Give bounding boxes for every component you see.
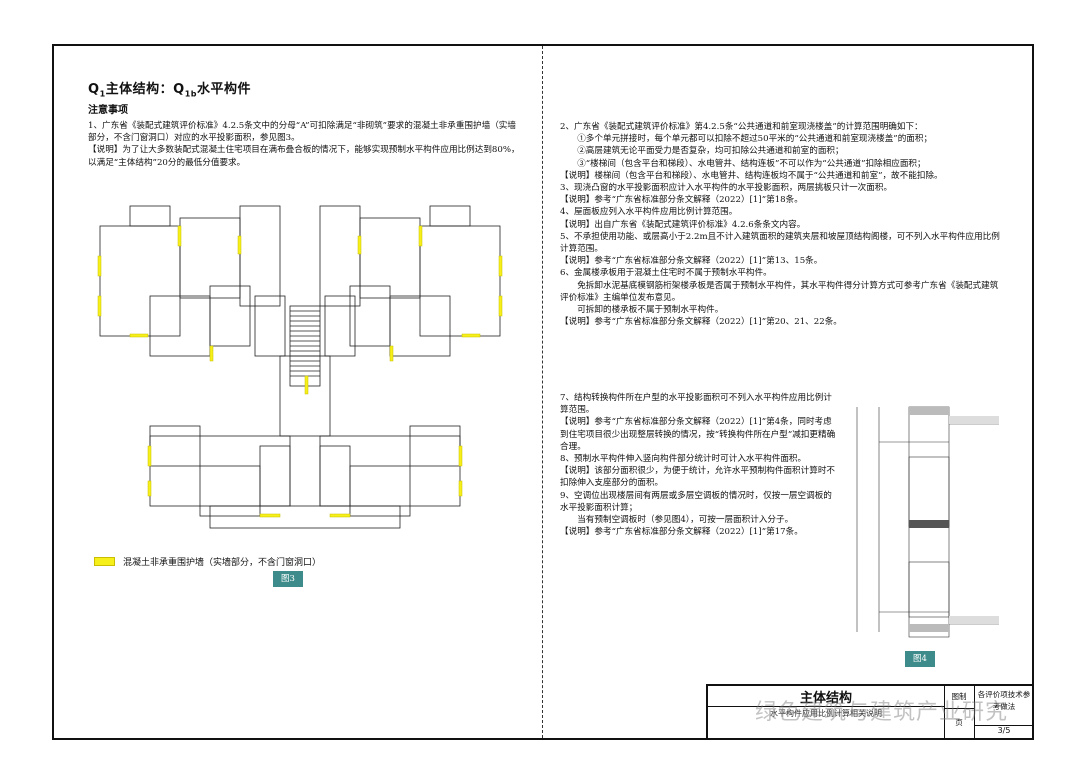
right-p6: 3、现浇凸窗的水平投影面积应计入水平构件的水平投影面积，两层挑板只计一次面积。 [560,183,893,194]
title-sub2: 1b [184,89,197,99]
title-mid: 主体结构：Q [105,82,185,97]
title-block-label-drawing: 图制 [944,686,975,709]
right2-q2: 【说明】参考“广东省标准部分条文解释（2022）[1]”第4条，同时考虑到住宅项… [560,417,836,452]
center-divider [542,46,543,738]
title-block-main: 主体结构 [708,686,945,707]
right2-q6: 当有预制空调板时（参见图4），可按一层面积计入分子。 [577,515,794,526]
section-drawing [856,406,999,638]
floor-plan-drawing [97,205,503,529]
title-block: 主体结构 水平构件应用比例计算相关说明 图制 各评价项技术参考做法 页 3/5 [706,684,1034,740]
figure-3-label: 图3 [273,571,303,587]
right-p8: 4、屋面板应列入水平构件应用比例计算范围。 [560,207,738,218]
right-p10: 5、不承担使用功能、或层高小于2.2m且不计入建筑面积的建筑夹层和坡屋顶结构阁楼… [560,231,1000,255]
title-q: Q [88,82,100,97]
right-notes-lower: 7、结构转换构件所在户型的水平投影面积可不列入水平构件应用比例计算范围。 【说明… [560,392,836,538]
right2-q4: 【说明】该部分面积很少，为便于统计，允许水平预制构件面积计算时不扣除伸入支座部分… [560,466,836,489]
right-p2: ①多个单元拼接时，每个单元都可以扣除不超过50平米的“公共通道和前室现浇楼盖”的… [577,134,933,145]
legend-swatch-yellow [94,557,115,566]
page-title: Q1主体结构：Q1b水平构件 [88,78,251,99]
note-item-1: 1、广东省《装配式建筑评价标准》4.2.5条文中的分母“A”可扣除满足“非砌筑”… [88,121,516,144]
right-p3: ②高层建筑无论平面受力是否复杂，均可扣除公共通道和前室的面积； [577,146,844,157]
right-p15: 【说明】参考“广东省标准部分条文解释（2022）[1]”第20、21、22条。 [560,317,842,328]
right-p7: 【说明】参考“广东省标准部分条文解释（2022）[1]”第18条。 [560,195,803,206]
right2-q5: 9、空调位出现楼层间有两层或多层空调板的情况时，仅按一层空调板的水平投影面积计算… [560,490,832,513]
drawing-frame [52,44,1034,740]
legend-text: 混凝土非承重围护墙（实墙部分，不含门窗洞口） [123,558,322,568]
right-p9: 【说明】出自广东省《装配式建筑评价标准》4.2.6条条文内容。 [560,219,806,230]
right-p11: 【说明】参考“广东省标准部分条文解释（2022）[1]”第13、15条。 [560,256,823,267]
right-p14: 可拆卸的楼承板不属于预制水平构件。 [577,305,724,316]
right2-q7: 【说明】参考“广东省标准部分条文解释（2022）[1]”第17条。 [560,527,803,538]
note-explanation-1: 【说明】为了让大多数装配式混凝土住宅项目在满布叠合板的情况下，能够实现预制水平构… [88,145,520,168]
watermark-text: 绿色建筑与建筑产业研究 [755,700,1009,725]
figure-4-label: 图4 [905,651,935,667]
right-p13: 免拆卸水泥基底模钢筋桁架楼承板是否属于预制水平构件，其水平构件得分计算方式可参考… [560,280,999,303]
right-notes: 2、广东省《装配式建筑评价标准》第4.2.5条“公共通道和前室现浇楼盖”的计算范… [560,121,1000,328]
title-block-label-page: 页 [944,708,975,738]
right-p1: 2、广东省《装配式建筑评价标准》第4.2.5条“公共通道和前室现浇楼盖”的计算范… [560,122,923,132]
title-sub1: 1 [99,89,106,99]
right2-q3: 8、预制水平构件伸入竖向构件部分统计时可计入水平构件面积。 [560,454,807,465]
right2-q1: 7、结构转换构件所在户型的水平投影面积可不列入水平构件应用比例计算范围。 [560,393,832,416]
right-p5: 【说明】楼梯间（包含平台和梯段）、水电管井、结构连板均不属于“公共通道和前室”，… [560,170,943,181]
left-notes: 1、广东省《装配式建筑评价标准》4.2.5条文中的分母“A”可扣除满足“非砌筑”… [88,120,523,169]
legend: 混凝土非承重围护墙（实墙部分，不含门窗洞口） [94,551,321,570]
title-block-page-number: 3/5 [997,726,1011,735]
right-p12: 6、金属楼承板用于混凝土住宅时不属于预制水平构件。 [560,268,772,279]
right-p4: ③“楼梯间（包含平台和梯段）、水电管井、结构连板”不可以作为“公共通道”扣除相应… [577,158,926,169]
title-block-value-drawing: 各评价项技术参考做法 [975,686,1033,726]
title-block-sub: 水平构件应用比例计算相关说明 [708,706,945,740]
title-suffix: 水平构件 [197,82,252,97]
notes-heading: 注意事项 [88,105,128,116]
